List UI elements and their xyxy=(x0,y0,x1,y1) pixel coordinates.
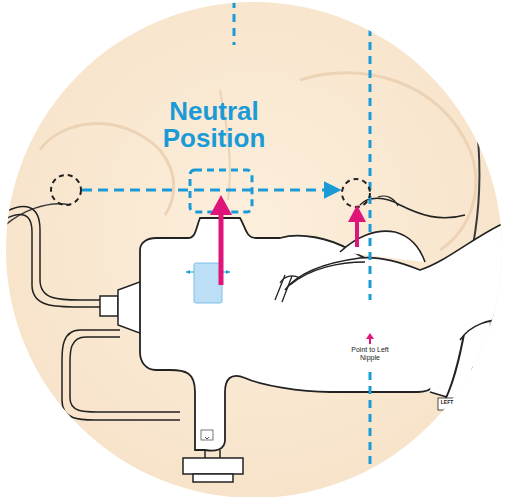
position-heading: Neutral Position xyxy=(149,98,279,153)
device-instruction: Point to Left Nipple xyxy=(345,346,395,362)
side-tag: LEFT xyxy=(438,400,456,406)
background-circle xyxy=(6,2,502,497)
sensor-device xyxy=(140,218,440,451)
